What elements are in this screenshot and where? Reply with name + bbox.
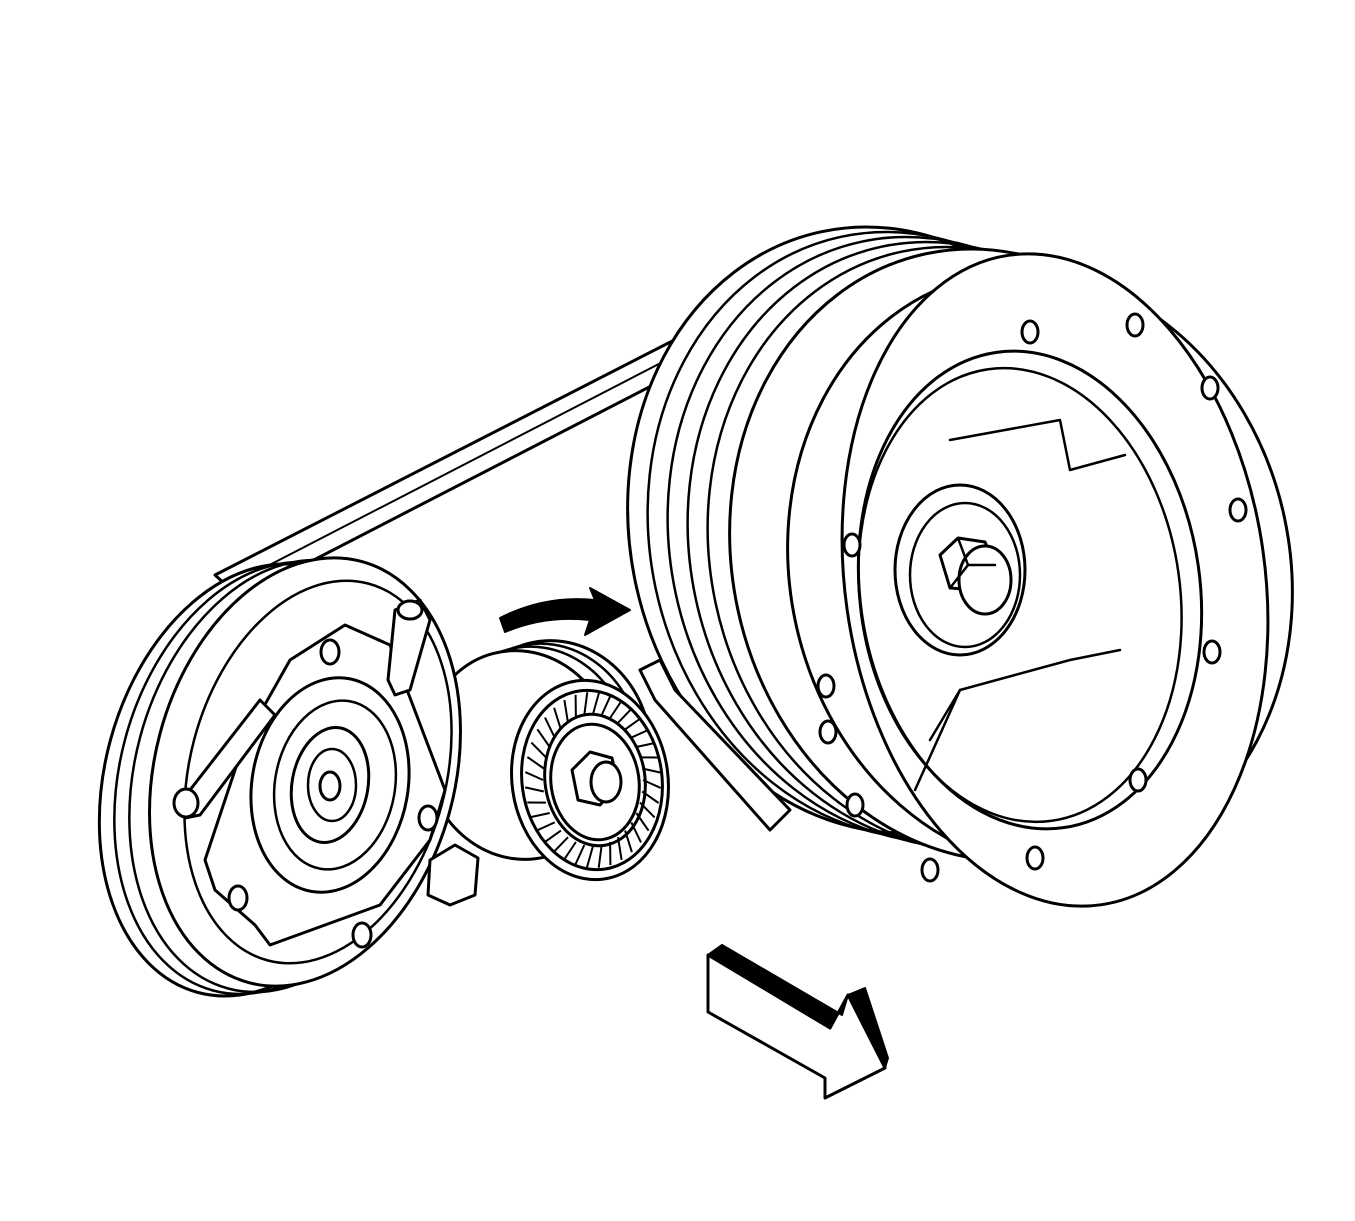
- idler-tooth: [530, 741, 547, 759]
- idler-tooth: [524, 771, 544, 781]
- idler-tooth: [563, 699, 569, 723]
- idler-tooth: [524, 786, 545, 793]
- idler-tooth: [636, 742, 655, 748]
- idler-tooth: [641, 767, 662, 774]
- front-of-vehicle-arrow: [706, 944, 889, 1100]
- crankshaft-balancer-pulley: [626, 225, 1294, 908]
- idler-tooth: [574, 844, 586, 866]
- idler-tooth: [600, 694, 612, 716]
- idler-tooth: [624, 717, 642, 731]
- idler-pulley: [510, 678, 670, 882]
- idler-tooth: [630, 821, 642, 843]
- idler-tooth: [553, 836, 569, 853]
- idler-tooth: [531, 812, 550, 818]
- idler-tooth: [544, 717, 556, 739]
- idler-tooth: [592, 692, 601, 715]
- idler-tooth: [553, 707, 562, 730]
- rotation-arrow: [499, 587, 631, 636]
- idler-teeth: [524, 692, 662, 868]
- belt-tensioner-pulley: [97, 556, 480, 998]
- idler-tooth: [639, 801, 656, 819]
- idler-tooth: [617, 707, 633, 724]
- idler-tooth: [609, 699, 623, 719]
- idler-tooth: [641, 790, 660, 804]
- idler-tooth: [617, 837, 623, 861]
- idler-tooth: [526, 756, 545, 770]
- idler-tooth: [536, 821, 556, 832]
- idler-tooth: [563, 841, 577, 861]
- idler-tooth: [536, 728, 551, 748]
- idler-tooth: [635, 812, 650, 832]
- idler-tooth: [597, 844, 603, 868]
- drive-belt-lower: [638, 658, 792, 832]
- idler-tooth: [642, 779, 662, 789]
- idler-tooth: [583, 692, 589, 716]
- bolt-holes: [816, 312, 1248, 883]
- idler-tooth: [624, 830, 633, 853]
- idler-tooth: [585, 845, 594, 868]
- idler-tooth: [630, 728, 650, 739]
- idler-tooth: [544, 829, 562, 843]
